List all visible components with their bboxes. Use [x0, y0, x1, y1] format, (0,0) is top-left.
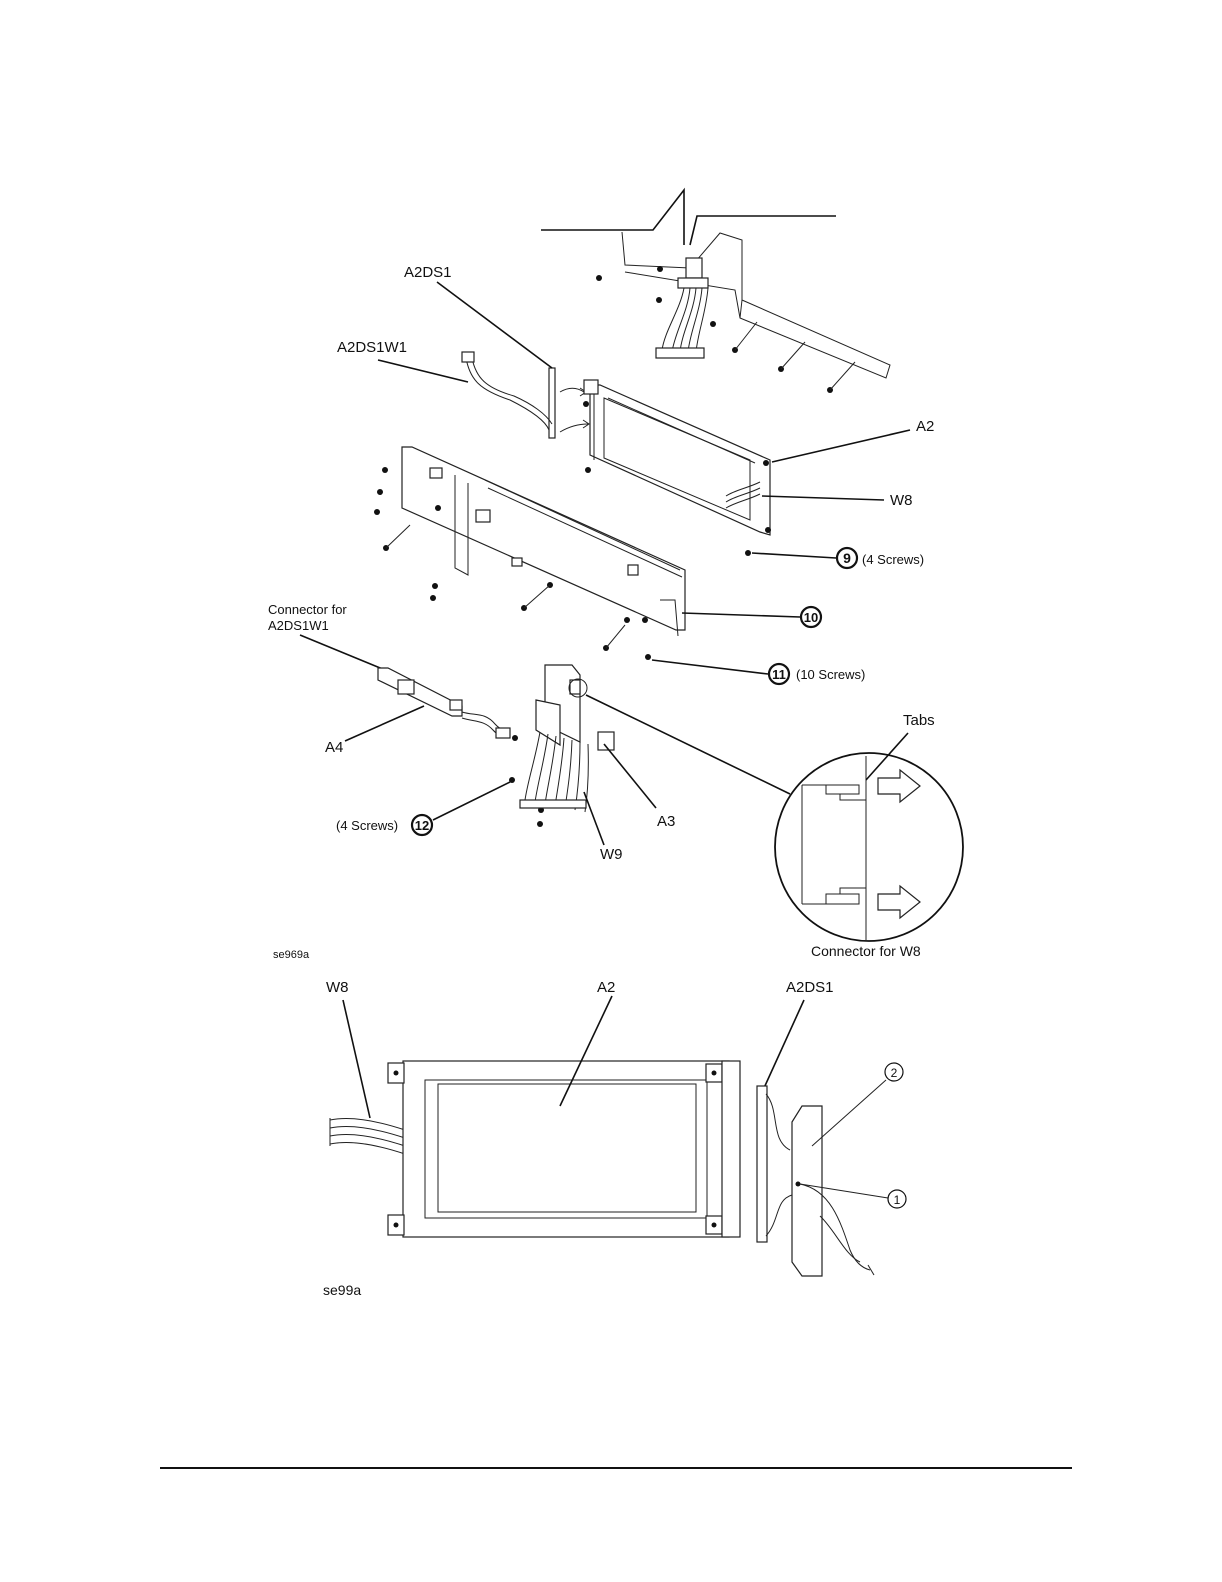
label-w8-detail: W8: [326, 979, 349, 996]
label-w9: W9: [600, 846, 623, 863]
a2ds1-backlight: A2DS1: [404, 264, 555, 438]
w8-connector-detail: Tabs Connector for W8: [569, 679, 963, 959]
label-screws-9: (4 Screws): [862, 552, 924, 567]
label-a2-detail: A2: [597, 979, 615, 996]
label-screws-11: (10 Screws): [796, 667, 865, 682]
callout-12-number: 12: [415, 818, 429, 833]
callout-9-number: 9: [843, 550, 851, 566]
callout-11: 11 (10 Screws): [652, 660, 865, 684]
figure-1-id: se969a: [273, 949, 310, 961]
callout-2-number: 2: [891, 1066, 898, 1080]
callout-10-number: 10: [804, 610, 818, 625]
label-connector-a2ds1w1-line2: A2DS1W1: [268, 618, 329, 633]
label-w8: W8: [890, 492, 913, 509]
w9-ribbon: W9: [520, 732, 623, 863]
callout-11-number: 11: [772, 667, 786, 682]
label-connector-a2ds1w1-line1: Connector for: [268, 602, 347, 617]
bracket-screws: [596, 266, 855, 393]
figure-2: W8 A2 A2DS1: [323, 979, 906, 1298]
label-a2: A2: [916, 418, 934, 435]
bracket-ribbon-cable: [656, 258, 708, 358]
label-tabs: Tabs: [903, 712, 935, 729]
label-a4: A4: [325, 739, 343, 756]
a4-board: Connector for A2DS1W1 A4: [268, 602, 510, 756]
chassis-cut-lines: [541, 190, 836, 245]
figure-2-id: se99a: [323, 1282, 361, 1298]
a2-display-assembly: A2: [583, 380, 934, 535]
label-screws-12: (4 Screws): [336, 818, 398, 833]
a2-display-detail: A2: [388, 979, 740, 1237]
callout-1-number: 1: [894, 1193, 901, 1207]
label-a3: A3: [657, 813, 675, 830]
footer-rule: [160, 1467, 1072, 1469]
label-connector-w8: Connector for W8: [811, 943, 921, 959]
label-a2ds1-detail: A2DS1: [786, 979, 834, 996]
label-a2ds1w1: A2DS1W1: [337, 339, 407, 356]
a2ds1-detail: A2DS1 1 2: [757, 979, 906, 1276]
label-a2ds1: A2DS1: [404, 264, 452, 281]
callout-12: (4 Screws) 12: [336, 782, 510, 835]
callout-9: 9 (4 Screws): [745, 548, 924, 568]
figure-1: A2DS1 A2DS1W1 A2: [268, 190, 963, 961]
